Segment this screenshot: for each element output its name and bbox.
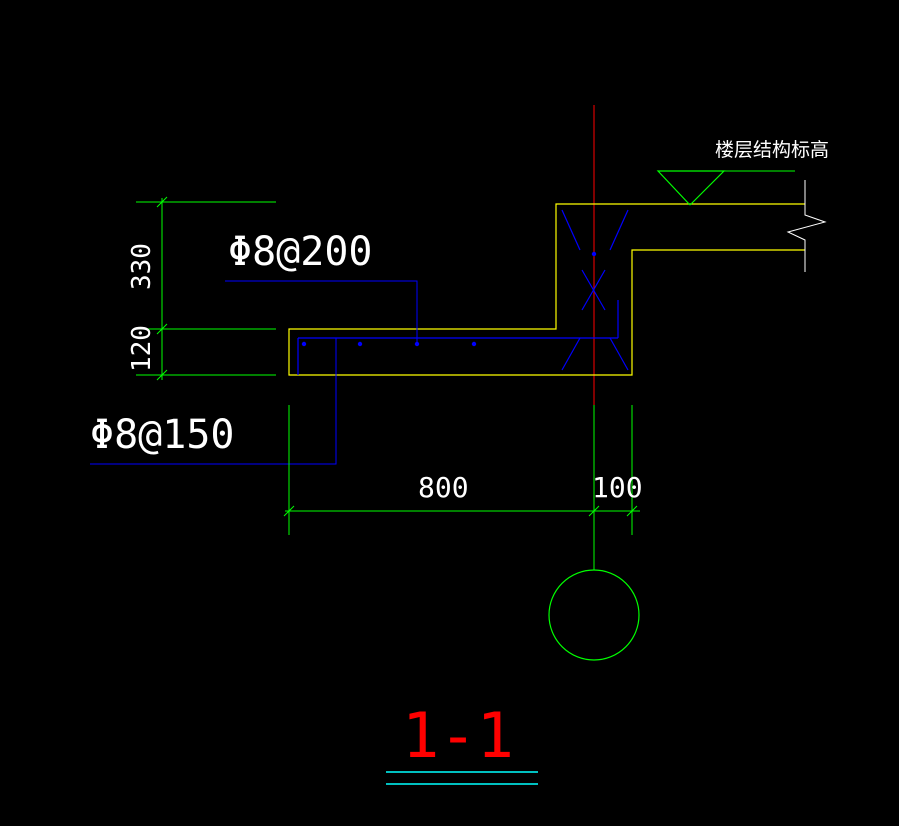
axis-bubble [548,569,640,661]
section-title: 1-1 [402,699,514,772]
vertical-dimension [136,196,276,381]
dim-height-upper: 330 [127,243,157,290]
rebar-top-label: Φ8@200 [228,229,373,275]
dim-width-small: 100 [592,471,643,504]
dim-height-lower: 120 [127,325,157,372]
horizontal-dimension [283,405,640,535]
section-outline [288,203,805,376]
rebar-lines [297,209,629,375]
dim-width-main: 800 [418,471,469,504]
elevation-note: 楼层结构标高 [715,139,829,161]
rebar-bottom-leader [90,338,337,465]
rebar-dots [301,251,597,347]
rebar-top-leader [225,280,418,344]
rebar-bottom-label: Φ8@150 [90,412,235,458]
elevation-marker [656,170,726,206]
break-line [786,180,827,272]
